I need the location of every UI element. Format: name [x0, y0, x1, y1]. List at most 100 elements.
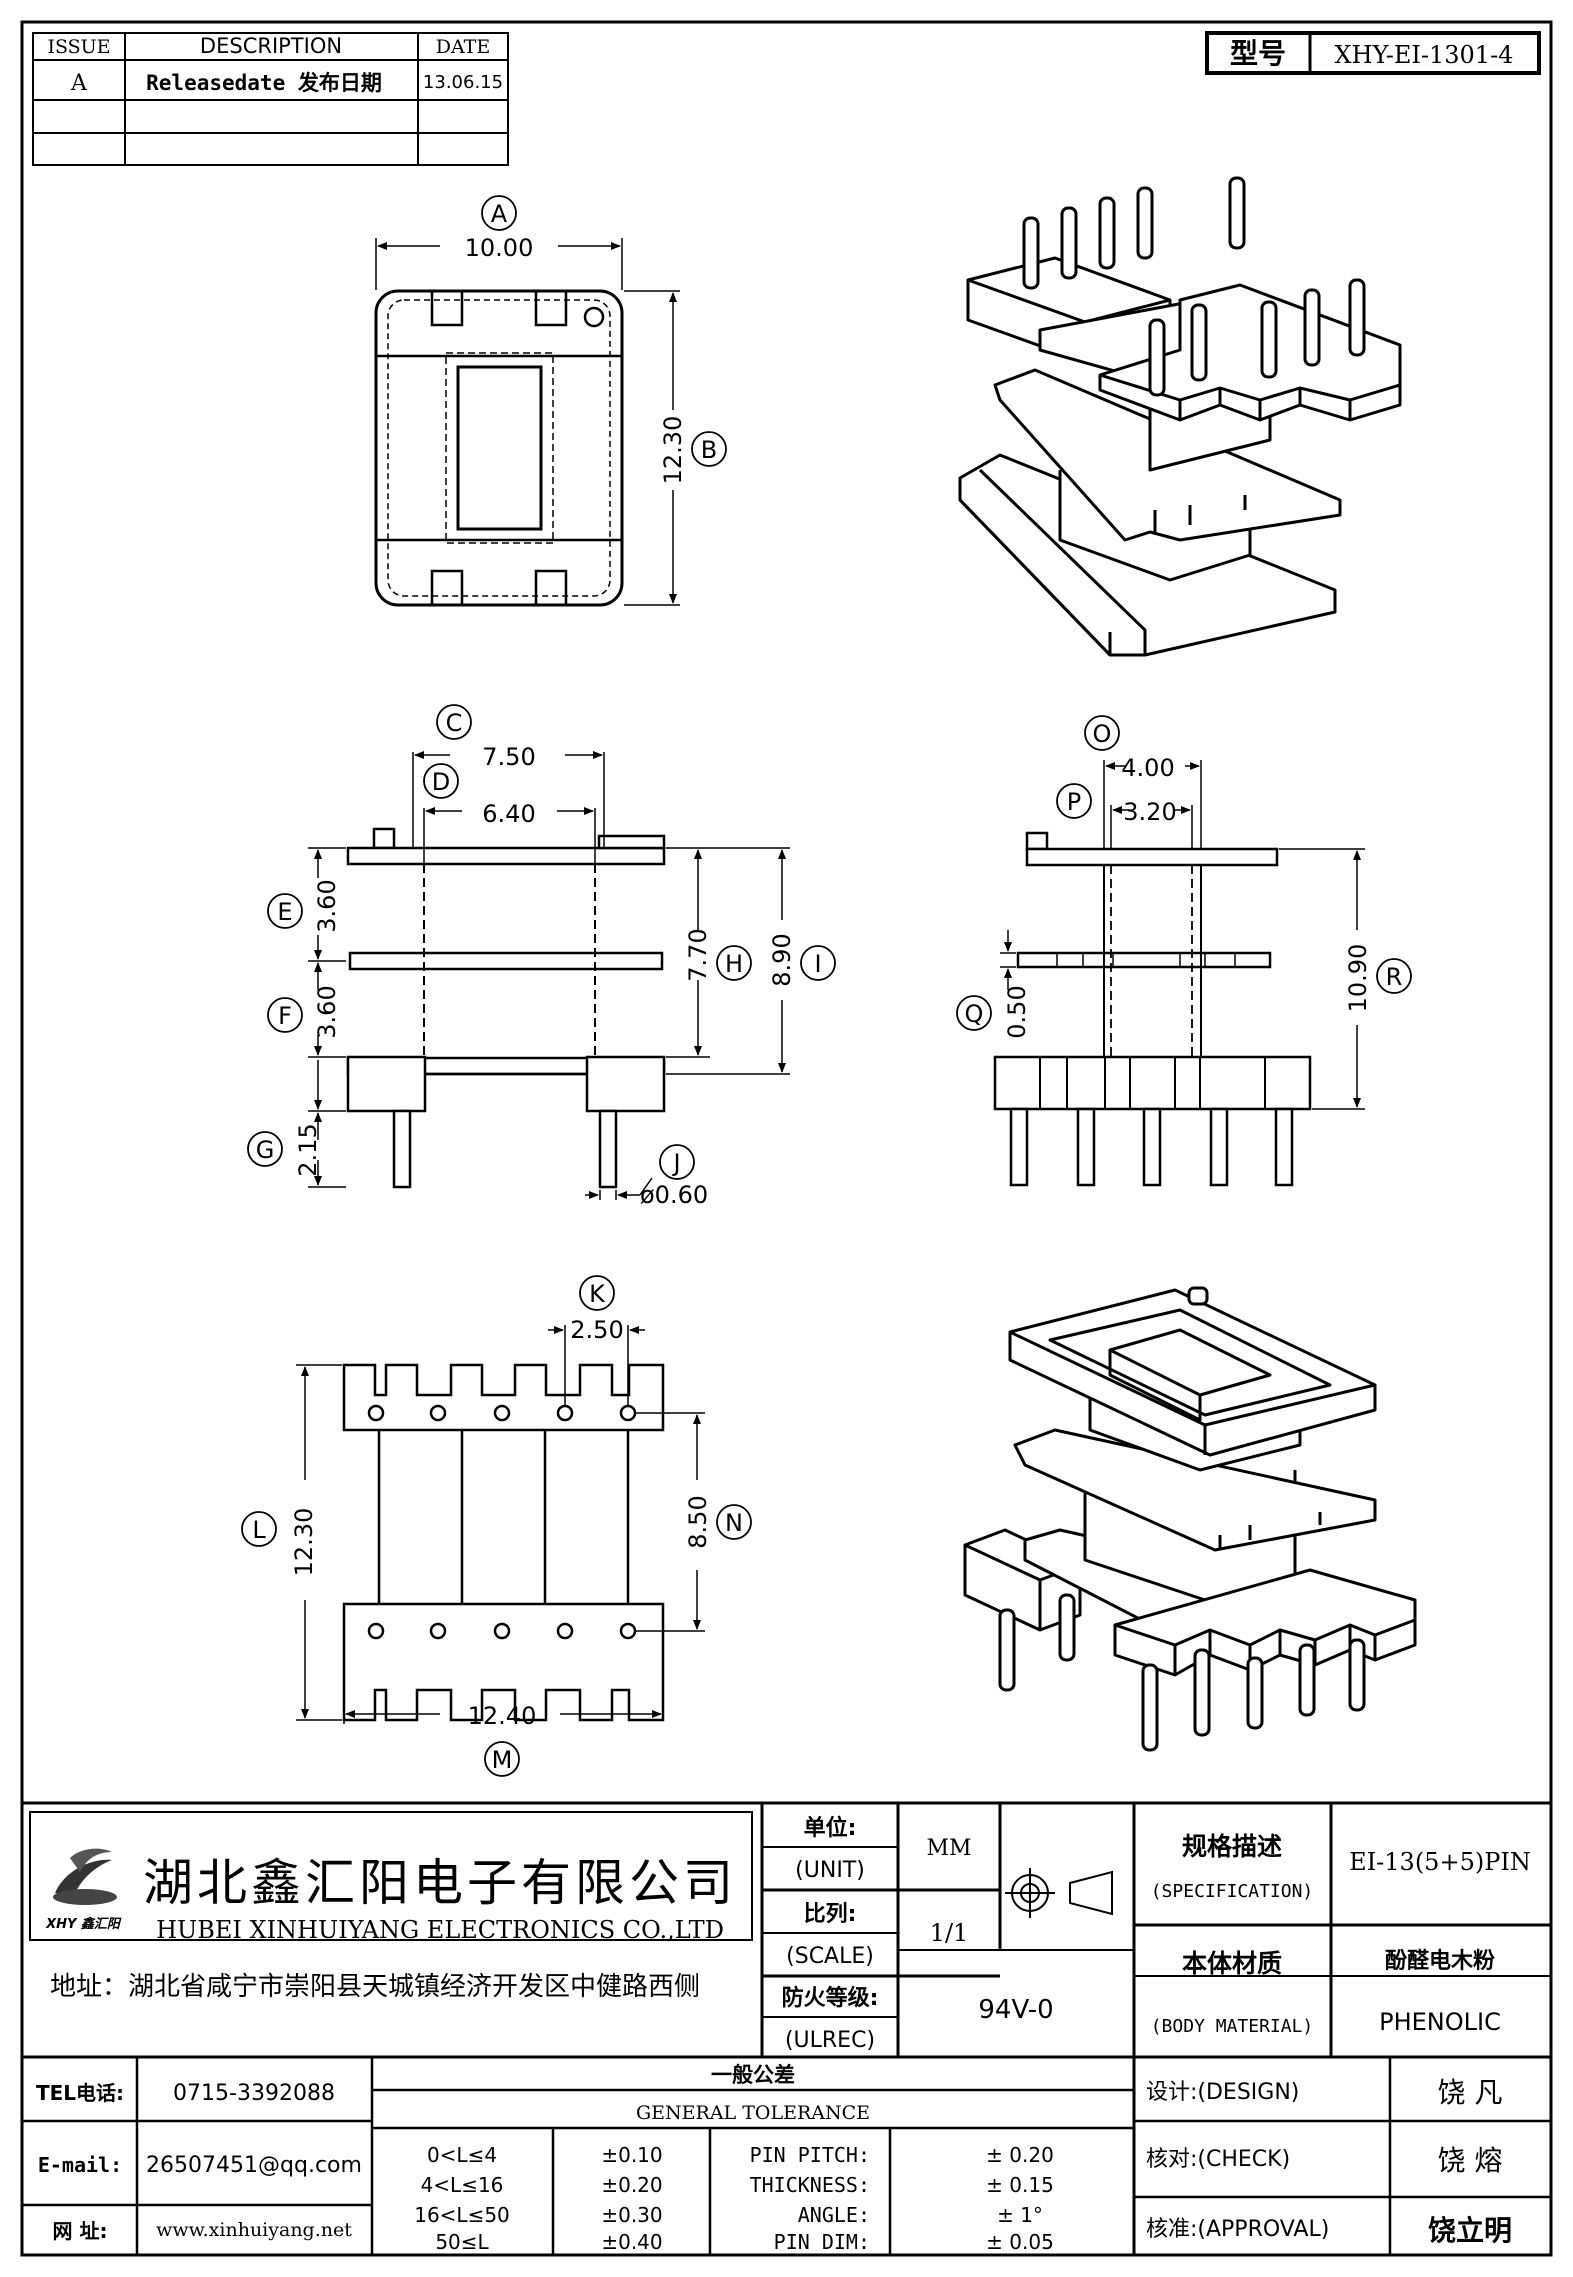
tolerance-range: 4<L≤16	[421, 2173, 504, 2197]
callout-g: G	[247, 1131, 283, 1167]
svg-text:A: A	[491, 200, 508, 228]
top-view	[374, 289, 624, 607]
unit-label-en: (UNIT)	[795, 1858, 865, 1883]
svg-text:J: J	[671, 1149, 680, 1177]
tolerance-value: ±0.40	[601, 2230, 662, 2254]
title-block-thin-lines	[762, 1846, 1000, 2057]
callout-o: O	[1084, 715, 1120, 751]
dim-b-value: 12.30	[659, 416, 687, 485]
dim-o-value: 4.00	[1121, 754, 1174, 782]
side-view	[993, 831, 1312, 1187]
fire-rating-value: 94V-0	[978, 1995, 1053, 2025]
company-logo-block: XHY 鑫汇阳 湖北鑫汇阳电子有限公司 HUBEI XINHUIYANG ELE…	[29, 1811, 753, 1944]
tolerance-item: PIN DIM:	[774, 2230, 870, 2254]
tolerance-title-cn: 一般公差	[711, 2063, 795, 2087]
email-value[interactable]: 26507451@qq.com	[146, 2153, 362, 2178]
dim-k-value: 2.50	[570, 1316, 623, 1344]
tolerance-item: ANGLE:	[798, 2203, 870, 2227]
unit-label: 单位:	[804, 1815, 857, 1841]
svg-text:E: E	[277, 898, 292, 926]
dim-l-value: 12.30	[290, 1508, 318, 1577]
material-label-en: (BODY MATERIAL)	[1151, 2016, 1314, 2037]
tolerance-range: 50≤L	[435, 2230, 489, 2254]
dim-g-value: 2.15	[294, 1123, 322, 1176]
title-block-frame	[22, 1801, 1551, 2255]
callout-h: H	[716, 945, 752, 981]
description-header: DESCRIPTION	[200, 34, 342, 58]
callout-j: J	[659, 1144, 695, 1180]
svg-text:M: M	[492, 1746, 513, 1774]
callout-k: K	[579, 1275, 615, 1311]
svg-text:R: R	[1386, 963, 1403, 991]
tel-label: TEL电话:	[36, 2081, 124, 2105]
tolerance-value: ±0.20	[601, 2173, 662, 2197]
dim-a-value: 10.00	[465, 234, 534, 262]
dim-j-value: ø0.60	[640, 1181, 708, 1209]
dim-q-value: 0.50	[1003, 985, 1031, 1038]
dim-h-value: 7.70	[684, 928, 712, 981]
callout-m: M	[484, 1741, 520, 1777]
check-label: 核对:(CHECK)	[1146, 2147, 1290, 2172]
svg-text:Q: Q	[965, 1000, 984, 1028]
svg-text:N: N	[725, 1509, 743, 1537]
material-label: 本体材质	[1182, 1949, 1282, 1978]
tolerance-item-value: ± 1°	[997, 2203, 1043, 2227]
dim-i-value: 8.90	[768, 933, 796, 986]
tolerance-title-en: GENERAL TOLERANCE	[636, 2102, 870, 2124]
approvals: 设计:(DESIGN) 饶 凡 核对:(CHECK) 饶 熔 核准:(APPRO…	[1146, 2076, 1512, 2247]
bottom-view-dim-lines	[296, 1325, 705, 1724]
scale-value: 1/1	[930, 1919, 969, 1947]
svg-text:P: P	[1067, 788, 1081, 816]
dim-m-value: 12.40	[468, 1702, 537, 1730]
svg-text:B: B	[701, 436, 717, 464]
svg-text:K: K	[589, 1280, 606, 1308]
spec-label: 规格描述	[1182, 1832, 1282, 1861]
dim-d-value: 6.40	[482, 800, 535, 828]
model-box	[1205, 31, 1541, 75]
approval-label: 核准:(APPROVAL)	[1146, 2217, 1329, 2242]
dim-e-value: 3.60	[313, 879, 341, 932]
website-value[interactable]: www.xinhuiyang.net	[156, 2219, 352, 2241]
assembled-isometric-view	[963, 1286, 1417, 1752]
svg-text:H: H	[725, 950, 743, 978]
website-label: 网 址:	[53, 2219, 108, 2243]
projection-symbol-icon	[1005, 1868, 1113, 1918]
tolerance-item: PIN PITCH:	[750, 2143, 870, 2167]
dim-f-value: 3.60	[313, 985, 341, 1038]
fire-rating-label-en: (ULREC)	[785, 2028, 875, 2053]
dim-a-lines	[375, 238, 680, 606]
svg-text:O: O	[1093, 720, 1112, 748]
model-number: XHY-EI-1301-4	[1335, 41, 1514, 69]
date-value: 13.06.15	[423, 72, 503, 93]
scale-label: 比列:	[804, 1902, 857, 1927]
tolerance-value: ±0.30	[601, 2203, 662, 2227]
callout-i: I	[800, 945, 836, 981]
model-label: 型号	[1230, 37, 1286, 70]
company-name-cn: 湖北鑫汇阳电子有限公司	[143, 1854, 737, 1912]
scale-label-en: (SCALE)	[786, 1944, 874, 1969]
dim-p-value: 3.20	[1123, 798, 1176, 826]
company-name-en: HUBEI XINHUIYANG ELECTRONICS CO.,LTD	[156, 1916, 724, 1944]
bottom-table-frame	[22, 2057, 1551, 2255]
design-label: 设计:(DESIGN)	[1146, 2080, 1299, 2105]
tolerance-range: 0<L≤4	[427, 2143, 497, 2167]
issue-value: A	[70, 71, 88, 96]
approval-name: 饶立明	[1428, 2214, 1512, 2247]
callout-r: R	[1376, 958, 1412, 994]
tel-value: 0715-3392088	[173, 2081, 335, 2106]
side-view-dim-lines	[1000, 760, 1365, 1110]
tolerance-range: 16<L≤50	[414, 2203, 510, 2227]
callout-f: F	[267, 997, 303, 1033]
callout-b: B	[691, 431, 727, 467]
tolerance-item: THICKNESS:	[750, 2173, 870, 2197]
callout-a: A	[481, 195, 517, 231]
tolerance-item-value: ± 0.15	[986, 2173, 1054, 2197]
unit-value: MM	[926, 1836, 971, 1861]
front-view-dim-lines	[308, 751, 790, 1200]
description-value: Releasedate 发布日期	[146, 71, 382, 95]
callout-c: C	[436, 704, 472, 740]
svg-text:G: G	[256, 1136, 275, 1164]
company-logo-icon	[53, 1848, 117, 1905]
check-name: 饶 熔	[1438, 2144, 1503, 2177]
callout-p: P	[1056, 783, 1092, 819]
